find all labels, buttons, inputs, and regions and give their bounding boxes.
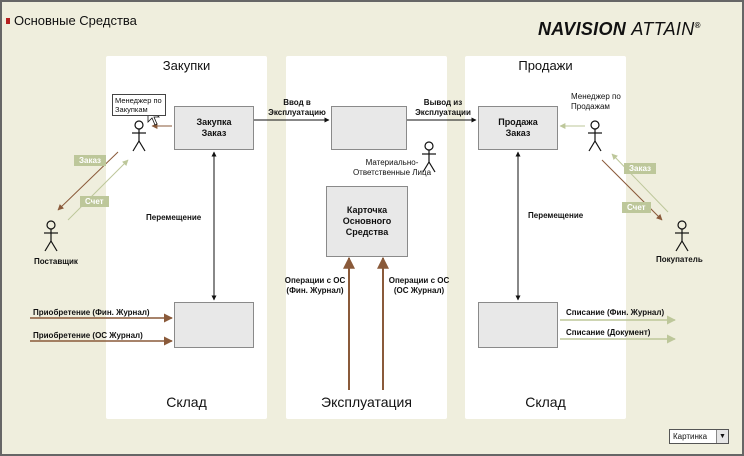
commissioning-box[interactable] (331, 106, 407, 150)
page-title: Основные Средства (14, 13, 137, 28)
logo-registered-mark: ® (694, 21, 701, 30)
supplier-actor-icon (44, 220, 58, 252)
label-customer: Покупатель (656, 255, 703, 264)
purchases-warehouse-title: Склад (166, 394, 207, 410)
purchases-title: Закупки (162, 58, 211, 73)
view-mode-select[interactable]: Картинка ▼ (669, 429, 729, 444)
chevron-down-icon[interactable]: ▼ (716, 430, 728, 443)
left-invoice-tag: Счет (80, 196, 109, 207)
sales-title: Продажи (518, 58, 573, 73)
arrow-left-order (57, 151, 119, 211)
purchase-manager-tooltip: Менеджер по Закупкам (112, 94, 166, 116)
label-acq-fin: Приобретение (Фин. Журнал) (33, 308, 150, 317)
label-ops-fin: Операции с ОС (Фин. Журнал) (284, 276, 346, 295)
label-acq-fa: Приобретение (ОС Журнал) (33, 331, 143, 340)
arrow-right-invoice (601, 159, 663, 221)
logo-sub-text: ATTAIN (631, 19, 695, 39)
left-order-tag: Заказ (74, 155, 106, 166)
label-commission-in: Ввод в Эксплуатацию (268, 98, 326, 117)
right-order-tag: Заказ (624, 163, 656, 174)
label-transfer-right: Перемещение (528, 211, 584, 220)
label-ops-fa: Операции с ОС (ОС Журнал) (388, 276, 450, 295)
right-invoice-tag: Счет (622, 202, 651, 213)
sales-warehouse-title: Склад (525, 394, 566, 410)
label-disp-fin: Списание (Фин. Журнал) (566, 308, 665, 317)
label-responsible: Материально- Ответственные Лица (352, 158, 432, 177)
label-sales-manager: Менеджер по Продажам (571, 92, 621, 111)
view-mode-value: Картинка (673, 432, 708, 441)
label-supplier: Поставщик (34, 257, 78, 266)
arrow-right-order (611, 153, 669, 213)
label-commission-out: Вывод из Эксплуатации (415, 98, 471, 117)
purchase-warehouse-box[interactable] (174, 302, 254, 348)
responsible-person-actor-icon (422, 141, 436, 173)
logo-main-text: NAVISION (538, 19, 627, 39)
asset-card-box[interactable]: Карточка Основного Средства (326, 186, 408, 257)
sales-warehouse-box[interactable] (478, 302, 558, 348)
label-transfer-left: Перемещение (146, 213, 202, 222)
sales-order-box[interactable]: Продажа Заказ (478, 106, 558, 150)
customer-actor-icon (675, 220, 689, 252)
label-disp-doc: Списание (Документ) (566, 328, 651, 337)
sales-manager-actor-icon (588, 120, 602, 152)
purchase-manager-actor-icon (132, 120, 146, 152)
title-bullet-icon (6, 18, 10, 24)
operation-title: Эксплуатация (321, 394, 412, 410)
arrow-left-invoice (67, 159, 129, 221)
purchase-order-box[interactable]: Закупка Заказ (174, 106, 254, 150)
navision-logo: NAVISION ATTAIN® (538, 19, 701, 40)
